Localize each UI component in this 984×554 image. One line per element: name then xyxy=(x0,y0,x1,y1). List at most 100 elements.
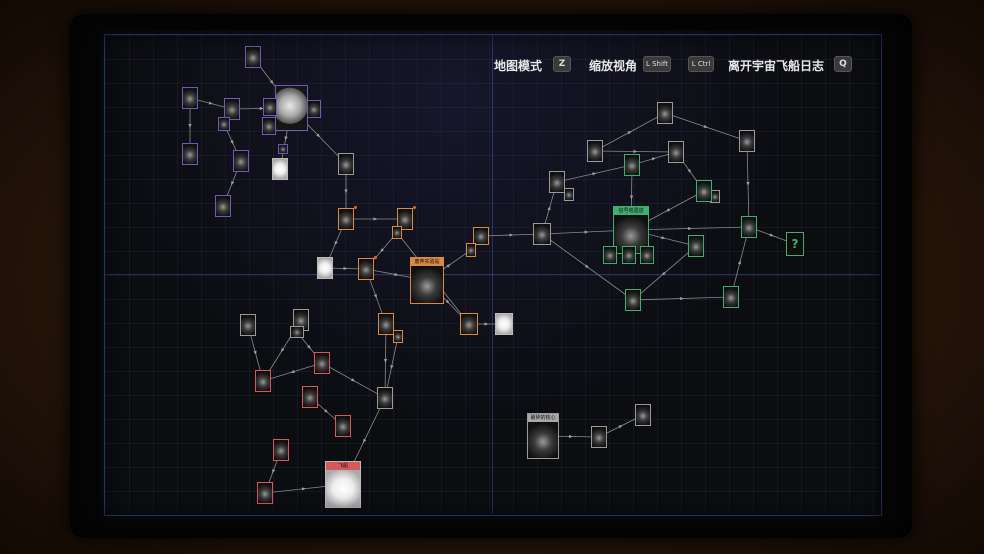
log-entry-node[interactable] xyxy=(335,415,351,437)
log-entry-node[interactable]: ? xyxy=(786,232,804,256)
log-entry-node[interactable] xyxy=(460,313,478,335)
connection-arrow-icon xyxy=(665,208,671,212)
log-entry-node[interactable] xyxy=(473,227,489,245)
log-entry-node[interactable] xyxy=(378,313,394,335)
log-entry-node[interactable] xyxy=(549,171,565,193)
log-entry-node[interactable] xyxy=(317,257,333,279)
node-thumbnail xyxy=(336,416,350,436)
log-entry-node[interactable] xyxy=(218,117,230,131)
node-thumbnail xyxy=(604,247,616,263)
connection-arrow-icon xyxy=(633,149,638,154)
connection-arrow-icon xyxy=(592,172,597,176)
node-thumbnail xyxy=(534,224,550,244)
log-entry-node[interactable] xyxy=(603,246,617,264)
connection-arrow-icon xyxy=(661,235,666,240)
log-entry-node[interactable] xyxy=(625,289,641,311)
node-thumbnail xyxy=(183,144,197,164)
log-entry-node[interactable] xyxy=(495,313,513,335)
node-thumbnail xyxy=(246,47,260,67)
node-thumbnail xyxy=(359,259,373,279)
connection-arrow-icon xyxy=(509,233,514,237)
log-entry-node[interactable] xyxy=(624,154,640,176)
node-thumbnail xyxy=(276,86,307,130)
log-entry-node[interactable] xyxy=(564,188,574,201)
log-entry-node[interactable] xyxy=(314,352,330,374)
map-mode-key[interactable]: Z xyxy=(553,56,571,72)
node-thumbnail xyxy=(528,422,558,458)
log-entry-node[interactable] xyxy=(392,226,402,239)
log-entry-node[interactable] xyxy=(741,216,757,238)
connection-arrow-icon xyxy=(584,230,589,234)
log-entry-node[interactable] xyxy=(182,143,198,165)
log-entry-node[interactable] xyxy=(278,144,288,154)
connection-arrow-icon xyxy=(373,294,377,299)
node-thumbnail xyxy=(697,181,711,201)
log-entry-node[interactable] xyxy=(215,195,231,217)
log-entry-node[interactable]: 破碎的核心 xyxy=(527,413,559,459)
log-entry-node[interactable] xyxy=(696,180,712,202)
log-entry-node[interactable] xyxy=(466,243,476,257)
log-entry-node[interactable] xyxy=(262,117,276,135)
log-entry-node[interactable] xyxy=(635,404,651,426)
log-entry-node[interactable] xyxy=(668,141,684,163)
connection-arrow-icon xyxy=(390,364,394,370)
connection-arrow-icon xyxy=(316,133,321,138)
node-thumbnail xyxy=(461,314,477,334)
connection-arrow-icon xyxy=(284,136,288,141)
exit-key[interactable]: Q xyxy=(834,56,852,72)
node-thumbnail xyxy=(411,266,443,303)
node-thumbnail xyxy=(565,189,573,200)
log-entry-node[interactable]: 信号塔遗迹 xyxy=(613,206,649,254)
log-entry-node[interactable] xyxy=(263,98,277,116)
log-entry-node[interactable] xyxy=(377,387,393,409)
node-thumbnail xyxy=(636,405,650,425)
log-entry-node[interactable] xyxy=(657,102,673,124)
log-entry-node[interactable] xyxy=(272,158,288,180)
log-entry-node[interactable] xyxy=(723,286,739,308)
log-entry-node[interactable] xyxy=(688,235,704,257)
log-entry-node[interactable]: 飞船 xyxy=(325,461,361,508)
node-thumbnail xyxy=(398,209,412,229)
log-entry-node[interactable] xyxy=(290,326,304,338)
grid-axis-horizontal xyxy=(104,274,880,275)
log-entry-node[interactable] xyxy=(358,258,374,280)
log-entry-node[interactable] xyxy=(622,246,636,264)
log-entry-node[interactable]: 废弃实验站 xyxy=(410,257,444,304)
log-entry-node[interactable] xyxy=(273,439,289,461)
log-entry-node[interactable] xyxy=(640,246,654,264)
log-entry-node[interactable] xyxy=(307,100,321,118)
log-entry-node[interactable] xyxy=(739,130,755,152)
log-entry-node[interactable] xyxy=(302,386,318,408)
connection-arrow-icon xyxy=(703,124,708,128)
log-entry-node[interactable] xyxy=(255,370,271,392)
log-entry-node[interactable] xyxy=(240,314,256,336)
connection-arrow-icon xyxy=(769,233,774,237)
connection-arrow-icon xyxy=(334,241,338,246)
log-entry-node[interactable] xyxy=(182,87,198,109)
exit-log-label: 离开宇宙飞船日志 xyxy=(728,59,825,73)
connection-arrow-icon xyxy=(661,271,667,276)
node-thumbnail xyxy=(550,172,564,192)
unknown-entry-icon: ? xyxy=(791,237,799,251)
log-entry-node[interactable] xyxy=(533,223,551,245)
log-entry-node[interactable] xyxy=(224,98,240,120)
connection-arrow-icon xyxy=(344,189,348,194)
node-thumbnail xyxy=(623,247,635,263)
zoom-key-shift[interactable]: L Shift xyxy=(643,56,671,72)
log-entry-node[interactable] xyxy=(393,330,403,343)
log-entry-node[interactable] xyxy=(338,153,354,175)
log-entry-node[interactable] xyxy=(245,46,261,68)
node-thumbnail xyxy=(625,155,639,175)
node-thumbnail xyxy=(216,196,230,216)
log-entry-node[interactable] xyxy=(275,85,308,131)
log-entry-node[interactable] xyxy=(587,140,603,162)
log-entry-node[interactable] xyxy=(293,309,309,331)
log-entry-node[interactable] xyxy=(233,150,249,172)
log-entry-node[interactable] xyxy=(257,482,273,504)
zoom-key-ctrl[interactable]: L Ctrl xyxy=(688,56,714,72)
log-entry-node[interactable] xyxy=(397,208,413,230)
log-entry-node[interactable] xyxy=(338,208,354,230)
node-thumbnail xyxy=(474,228,488,244)
log-entry-node[interactable] xyxy=(591,426,607,448)
connection-arrow-icon xyxy=(629,195,634,200)
